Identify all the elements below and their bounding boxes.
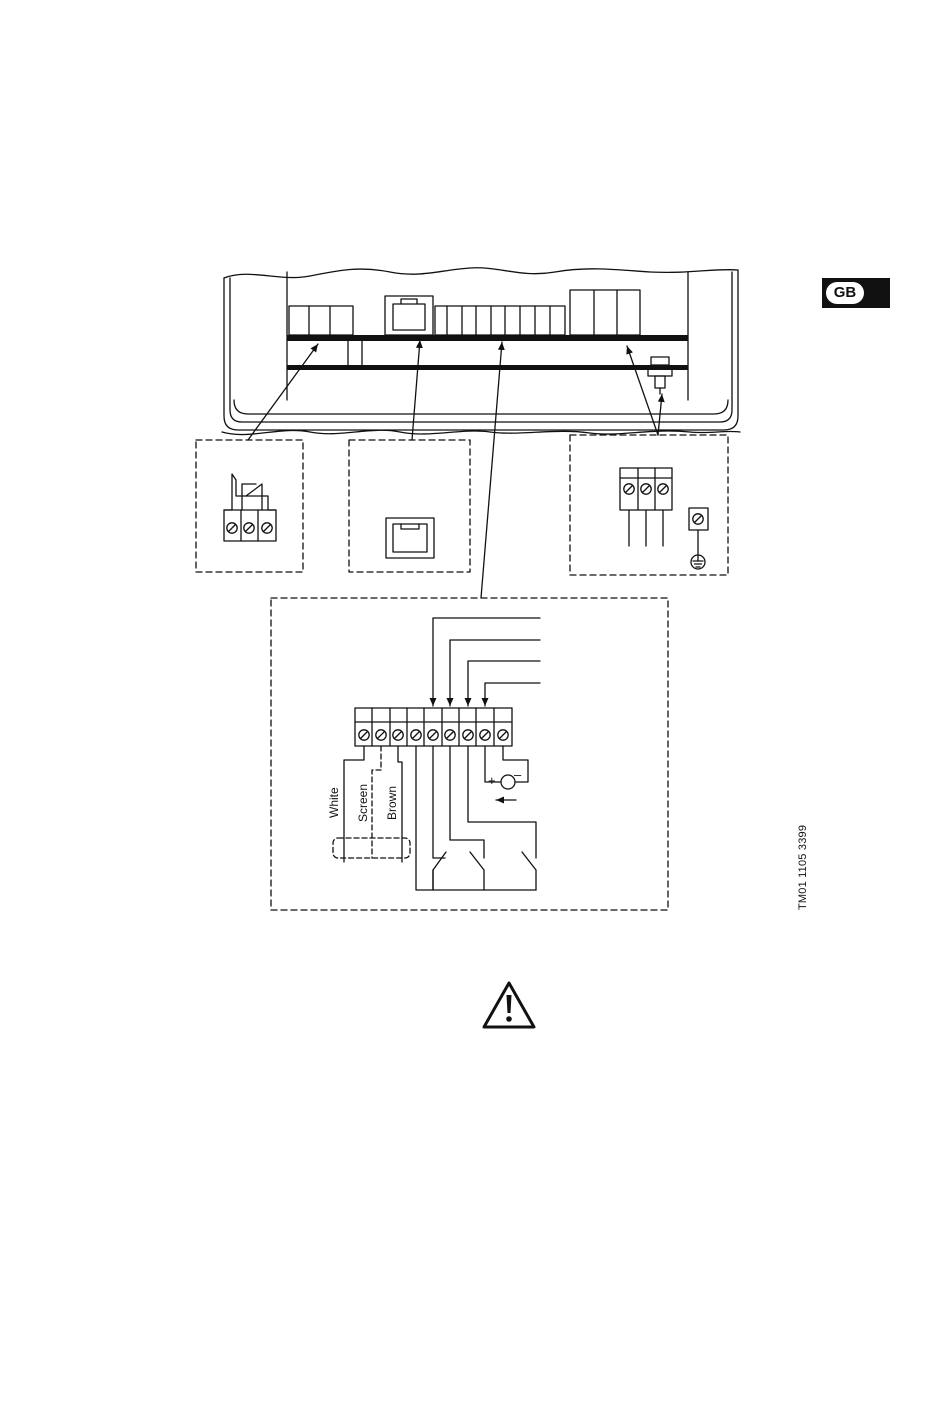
polarity-plus: +	[488, 773, 496, 788]
terminal-screw-icon	[262, 523, 272, 533]
terminal-screw-icon	[359, 730, 369, 740]
terminal-screw-icon	[641, 484, 651, 494]
terminal-screw-icon	[376, 730, 386, 740]
terminal-screw-icon	[244, 523, 254, 533]
terminal-screw-icon	[393, 730, 403, 740]
terminal-screw-icon	[624, 484, 634, 494]
leader-arrows	[248, 340, 662, 598]
document-code: TM01 1105 3399	[797, 750, 813, 910]
terminal-screw-icon	[693, 514, 703, 524]
detail-mains-terminal	[570, 435, 728, 575]
terminal-screw-icon	[428, 730, 438, 740]
terminal-screw-icon	[498, 730, 508, 740]
middle-strip-dividers	[447, 306, 550, 335]
terminal-screw-icon	[411, 730, 421, 740]
detail-rj-socket	[349, 440, 470, 572]
terminal-screw-icon	[658, 484, 668, 494]
wire-label-screen: Screen	[356, 784, 370, 822]
controller-housing	[222, 268, 740, 435]
ground-symbol-icon	[691, 555, 705, 569]
polarity-minus: –	[514, 767, 522, 782]
terminal-screw-icon	[463, 730, 473, 740]
detail-relay-terminal	[196, 440, 303, 572]
warning-triangle-icon	[484, 983, 534, 1027]
terminal-screw-icon	[445, 730, 455, 740]
housing-break-line	[224, 268, 738, 278]
wire-label-white: White	[327, 787, 341, 818]
terminal-screw-icon	[227, 523, 237, 533]
detail-signal-terminal	[271, 598, 668, 910]
rj-socket-icon	[386, 518, 434, 558]
wire-label-brown: Brown	[385, 786, 399, 820]
terminal-screw-icon	[480, 730, 490, 740]
